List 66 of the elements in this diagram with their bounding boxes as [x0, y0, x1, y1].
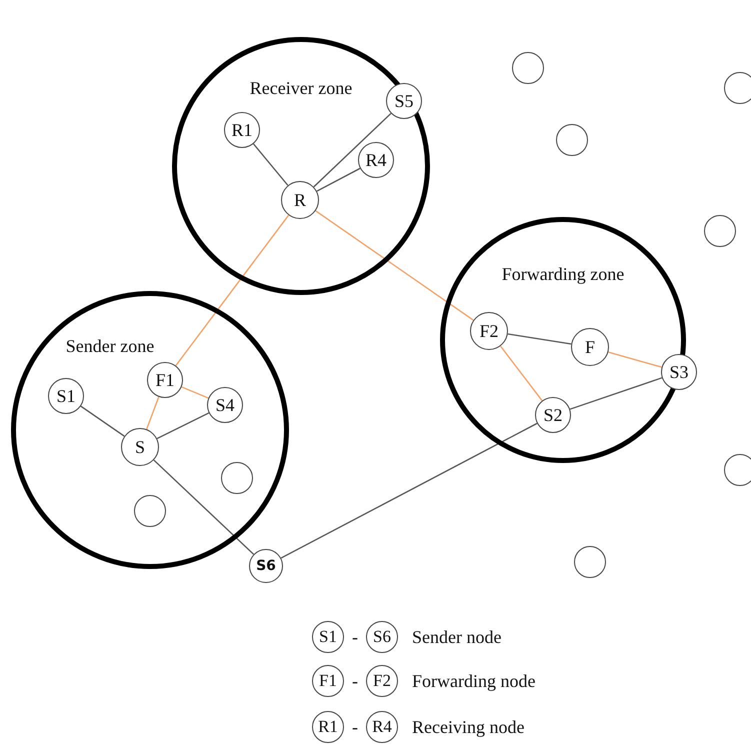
- legend-label: Receiving node: [412, 716, 524, 738]
- node-circle: [571, 328, 609, 366]
- node-label: R: [294, 190, 306, 210]
- node-circle: [661, 354, 697, 390]
- connector-line: [181, 386, 209, 399]
- node-label: S5: [394, 90, 414, 112]
- node-symbol: R1: [312, 711, 344, 743]
- node-circle: [724, 72, 751, 104]
- connector-line: [153, 460, 254, 555]
- dash-label: -: [351, 626, 359, 648]
- zone-label: Sender zone: [64, 336, 156, 357]
- node-label: S1: [56, 386, 76, 406]
- node-label: R1: [231, 120, 252, 140]
- node-symbol: F1: [312, 665, 344, 697]
- connector-line: [316, 168, 360, 192]
- connector-line: [80, 406, 125, 437]
- zone-label: Forwarding zone: [500, 264, 626, 285]
- zone-circle: [11, 291, 289, 569]
- connector-line: [508, 333, 572, 345]
- node-circle: [386, 83, 422, 119]
- node-label: S3: [669, 362, 688, 382]
- connector-line: [315, 210, 474, 321]
- node-circle: [121, 428, 159, 466]
- node-circle: [470, 312, 508, 350]
- node-circle: [704, 215, 736, 247]
- node-circle: [574, 546, 606, 578]
- node-label: S4: [215, 394, 234, 416]
- node-symbol: R4: [366, 711, 398, 743]
- node-circle: [358, 142, 394, 178]
- node-circle: [224, 112, 260, 148]
- node-circle: [556, 124, 588, 156]
- legend-label: Sender node: [412, 626, 502, 648]
- node-circle: [249, 549, 283, 583]
- node-circle: [134, 495, 166, 527]
- connector-line: [280, 422, 538, 559]
- node-circle: [207, 387, 243, 423]
- node-label: F1: [155, 370, 174, 390]
- connector-line: [500, 346, 543, 402]
- node-symbol: S6: [366, 621, 398, 653]
- node-label: R4: [365, 150, 386, 170]
- node-label: F: [584, 336, 595, 358]
- zone-circle: [172, 37, 430, 295]
- node-circle: [281, 181, 319, 219]
- connector-line: [146, 396, 160, 430]
- node-circle: [48, 378, 84, 414]
- dash-label: -: [351, 670, 359, 692]
- node-label: S6: [256, 558, 276, 574]
- connector-line: [156, 412, 210, 440]
- node-circle: [147, 362, 183, 398]
- legend-label: Forwarding node: [412, 670, 536, 692]
- node-symbol: F2: [366, 665, 398, 697]
- node-circle: [724, 454, 751, 486]
- connector-line: [252, 143, 288, 186]
- node-label: S2: [543, 404, 562, 426]
- node-circle: [535, 397, 571, 433]
- dash-label: -: [351, 716, 359, 738]
- connector-line: [313, 112, 392, 188]
- zone-label: Receiver zone: [248, 78, 354, 99]
- node-symbol: S1: [312, 621, 344, 653]
- connector-line: [570, 377, 662, 410]
- node-circle: [221, 462, 253, 494]
- connector-line: [175, 214, 290, 366]
- node-label: S: [134, 436, 145, 458]
- node-circle: [512, 52, 544, 84]
- connector-line: [608, 352, 662, 368]
- node-label: F2: [479, 320, 498, 342]
